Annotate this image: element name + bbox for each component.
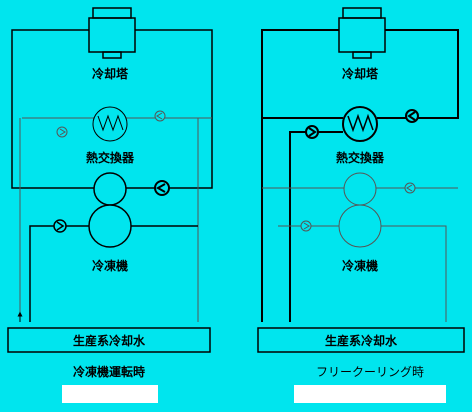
right-cooling-tower-icon (338, 7, 386, 59)
right-production-water-box (257, 327, 465, 353)
right-condenser-pump-icon (404, 182, 416, 194)
right-chiller-label: 冷凍機 (342, 258, 378, 273)
right-production-water-label: 生産系冷却水 (325, 333, 398, 348)
right-caption-box (294, 385, 446, 403)
left-cooling-tower-icon (88, 7, 136, 59)
right-heat-exchanger-label: 熱交換器 (336, 150, 385, 165)
right-caption: フリークーリング時 (316, 365, 424, 379)
right-hx-pump-1-icon (305, 125, 319, 139)
left-evaporator-pump-icon (53, 219, 67, 233)
left-heat-exchanger-label: 熱交換器 (86, 150, 135, 165)
left-chiller-evaporator-loop (29, 225, 198, 322)
right-evaporator-pump-icon (300, 220, 312, 232)
left-production-water-label: 生産系冷却水 (73, 333, 146, 348)
right-hx-pump-2-icon (405, 109, 419, 123)
right-chiller-icon (338, 172, 382, 248)
right-heat-exchanger-icon (342, 106, 378, 142)
left-hx-pump-1-icon (56, 126, 68, 138)
left-chiller-icon (88, 172, 132, 248)
left-condenser-pump-icon (154, 180, 170, 196)
left-hx-pump-2-icon (154, 110, 166, 122)
right-panel: 冷却塔 熱交換器 冷凍機 生産系冷却水 フリークーリング時 (257, 7, 465, 403)
left-caption: 冷凍機運転時 (73, 364, 145, 379)
left-production-water-box (7, 327, 211, 353)
right-cooling-tower-label: 冷却塔 (342, 66, 379, 81)
left-heat-exchanger-icon (92, 106, 128, 142)
left-cooling-tower-label: 冷却塔 (92, 66, 129, 81)
left-caption-box (62, 385, 158, 403)
left-chiller-label: 冷凍機 (92, 258, 128, 273)
left-panel: 冷却塔 熱交換器 冷凍機 生産系冷却水 冷凍機運転時 (7, 7, 213, 403)
